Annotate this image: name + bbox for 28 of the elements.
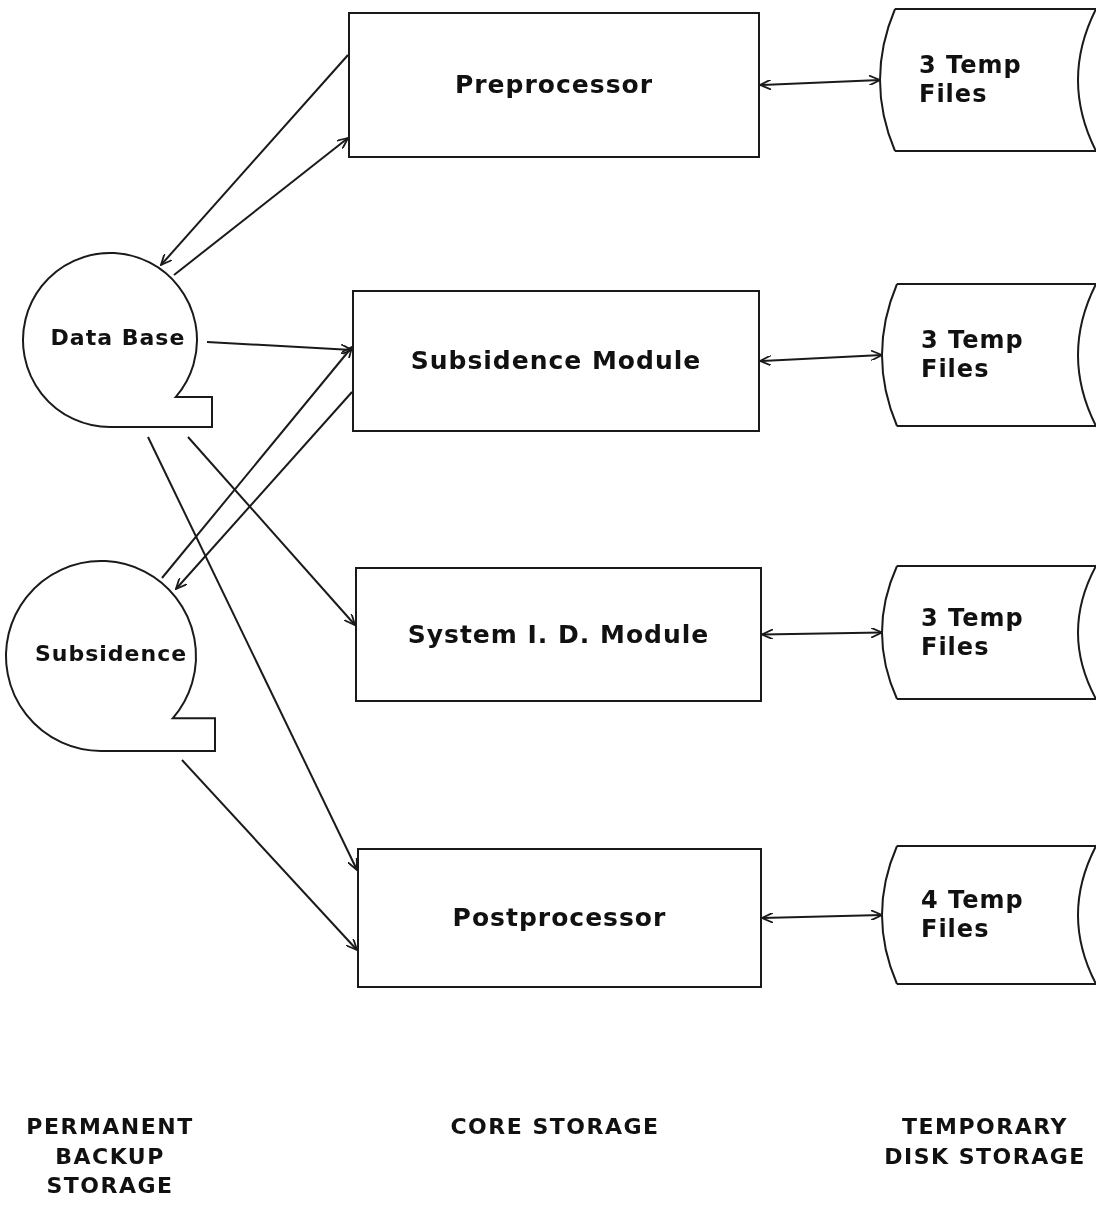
node-label: Subsidence (34, 640, 188, 668)
arrow (173, 137, 349, 276)
process-box (352, 290, 760, 432)
node-label: 4 Temp Files (921, 886, 1025, 944)
arrow (761, 626, 883, 641)
arrow (187, 436, 356, 626)
node-label: Data Base (50, 324, 186, 352)
node-label: Subsidence Module (410, 346, 702, 376)
column-heading: TEMPORARY DISK STORAGE (883, 1113, 1087, 1171)
column-heading: CORE STORAGE (449, 1113, 661, 1141)
process-box (355, 567, 762, 702)
arrow (761, 909, 883, 924)
node-label: Preprocessor (454, 70, 654, 100)
arrow (175, 391, 353, 590)
arrow (147, 436, 358, 871)
node-label: System I. D. Module (407, 619, 710, 650)
process-box (357, 848, 762, 988)
arrow (759, 349, 883, 367)
node-label: Postprocessor (452, 903, 667, 933)
column-heading: PERMANENT BACKUP STORAGE (25, 1113, 195, 1201)
arrow (759, 74, 881, 91)
arrow (160, 54, 349, 266)
arrow (161, 346, 353, 579)
node-label: 3 Temp Files (921, 326, 1025, 384)
node-label: 3 Temp Files (921, 603, 1025, 662)
process-box (348, 12, 760, 158)
arrow (181, 759, 358, 951)
node-label: 3 Temp Files (919, 51, 1023, 109)
